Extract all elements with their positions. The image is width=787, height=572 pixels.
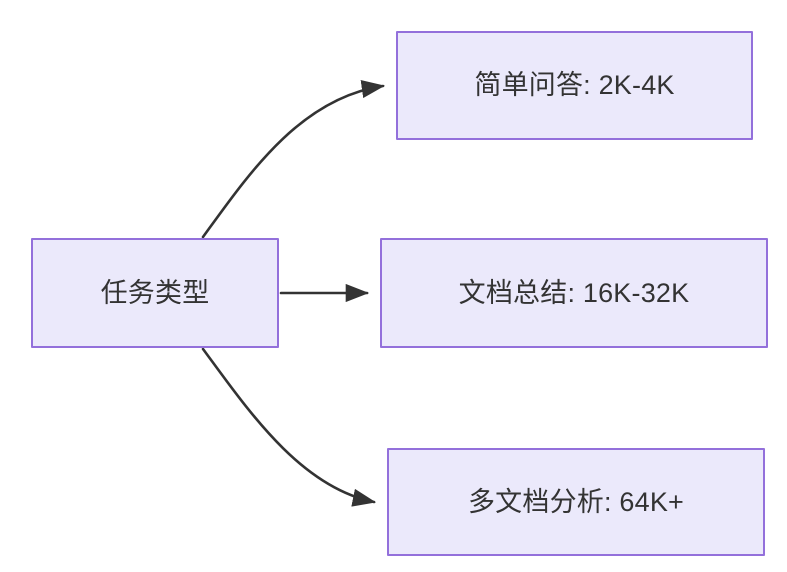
node-task-type-label: 任务类型 [100, 277, 210, 308]
node-doc-summary[interactable]: 文档总结: 16K-32K [380, 238, 768, 348]
edge-root-to-simple-qa [201, 80, 386, 239]
node-simple-qa-label: 简单问答: 2K-4K [474, 70, 675, 101]
node-doc-summary-label: 文档总结: 16K-32K [458, 277, 690, 308]
node-multi-doc[interactable]: 多文档分析: 64K+ [387, 448, 765, 556]
node-simple-qa[interactable]: 简单问答: 2K-4K [396, 31, 753, 140]
node-multi-doc-label: 多文档分析: 64K+ [467, 486, 684, 517]
node-task-type[interactable]: 任务类型 [31, 238, 279, 348]
edge-root-to-multi-doc [201, 347, 377, 507]
